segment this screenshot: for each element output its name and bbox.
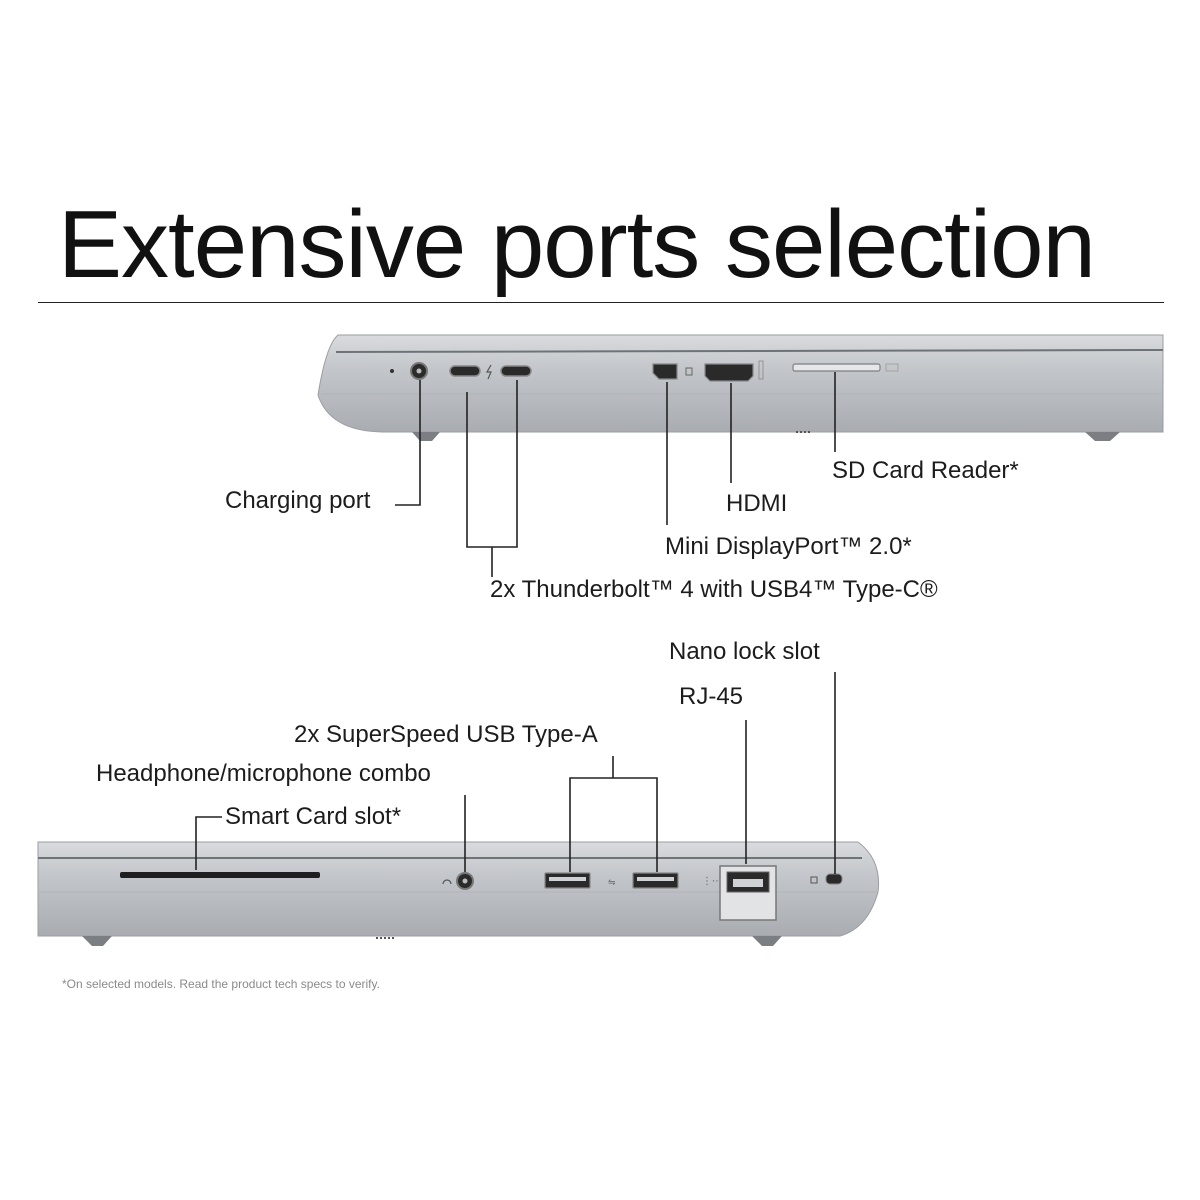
label-nano-lock-slot: Nano lock slot [669, 638, 820, 665]
label-smart-card-slot: Smart Card slot* [225, 803, 402, 830]
thunderbolt-icon [485, 364, 492, 380]
smart-card-slot [120, 872, 320, 878]
label-headphone-combo: Headphone/microphone combo [96, 760, 431, 787]
thunderbolt-port [449, 365, 481, 377]
label-thunderbolt: 2x Thunderbolt™ 4 with USB4™ Type-C® [490, 576, 938, 603]
label-sd-card-reader: SD Card Reader* [832, 457, 1019, 484]
lock-icon [810, 876, 818, 884]
sd-card-slot [792, 363, 881, 372]
mini-displayport-port [652, 363, 678, 380]
rubber-foot [752, 936, 782, 946]
charge-led-icon [390, 369, 394, 373]
label-hdmi: HDMI [726, 490, 788, 517]
sd-icon [885, 363, 899, 372]
label-usb-type-a: 2x SuperSpeed USB Type-A [294, 721, 598, 748]
hdmi-icon [758, 360, 764, 380]
label-rj45: RJ-45 [679, 683, 744, 710]
label-mini-displayport: Mini DisplayPort™ 2.0* [665, 533, 912, 560]
page-title: Extensive ports selection [58, 191, 1096, 298]
leader-lines-side-b [195, 672, 836, 874]
usb-icon: ⇋ [608, 878, 616, 888]
leader-lines-side-a [395, 372, 836, 577]
rubber-foot [412, 432, 440, 441]
title-divider [38, 302, 1164, 303]
label-charging-port: Charging port [225, 487, 371, 514]
laptop-side-b: ⇋ ⋮⋯ [37, 841, 880, 946]
nano-lock-slot [825, 873, 843, 885]
footnote: *On selected models. Read the product te… [62, 977, 380, 991]
displayport-icon [685, 367, 693, 376]
network-icon: ⋮⋯ [702, 876, 722, 887]
rubber-foot [82, 936, 112, 946]
thunderbolt-port [500, 365, 532, 377]
headphone-icon [442, 879, 452, 885]
laptop-side-a [317, 334, 1164, 441]
hdmi-port [704, 363, 754, 382]
rubber-foot [1085, 432, 1120, 441]
